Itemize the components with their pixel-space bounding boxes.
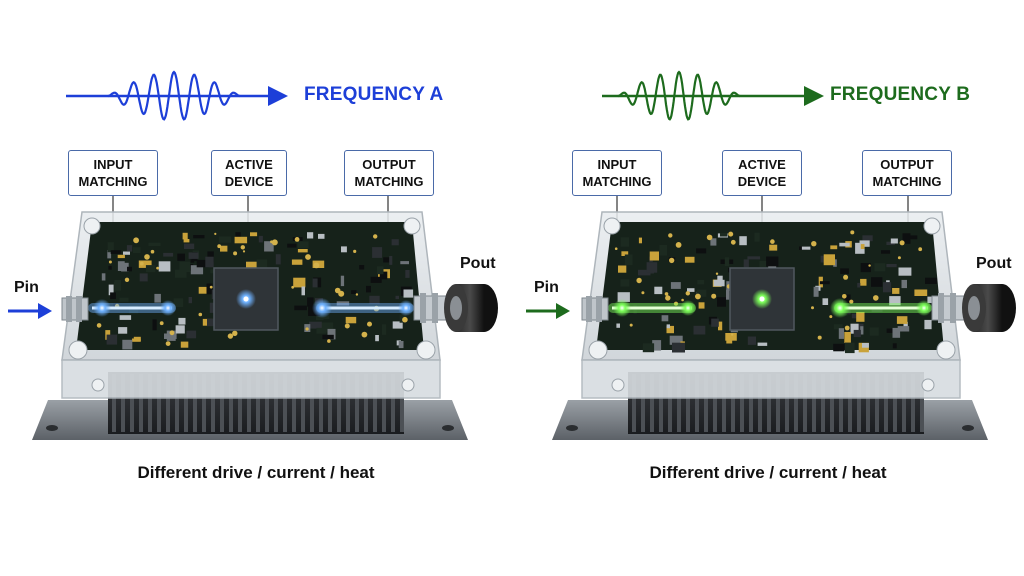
frequency-label: FREQUENCY B [830,84,971,105]
pout-label: Pout [460,255,496,272]
callout-output-matching: OUTPUT MATCHING [862,150,952,196]
callout-line: DEVICE [737,174,787,189]
callout-active-device: ACTIVE DEVICE [722,150,802,196]
pcb-components [96,232,414,350]
arrow-right-icon [602,86,824,106]
sine-wave-icon [617,70,741,121]
callout-line: MATCHING [872,174,942,189]
callout-line: INPUT [597,157,637,172]
amplifier-illustration [526,70,1016,440]
callout-line: MATCHING [582,174,652,189]
arrow-right-icon [8,303,52,319]
caption: Different drive / current / heat [137,463,375,482]
sma-connector-icon [581,296,609,322]
callout-line: OUTPUT [880,157,934,172]
callout-active-device: ACTIVE DEVICE [211,150,287,196]
sine-wave-icon [107,70,241,121]
amplifier-illustration [8,70,498,440]
sma-connector-icon [931,284,1016,332]
callout-line: OUTPUT [362,157,416,172]
signal-path-glow [608,298,932,318]
pin-label: Pin [534,279,559,296]
callout-line: ACTIVE [738,157,786,172]
amplifier-panel-frequency-a: FREQUENCY A INPUT MATCHING ACTIVE DEVICE… [8,70,498,482]
callout-output-matching: OUTPUT MATCHING [344,150,434,196]
callout-input-matching: INPUT MATCHING [572,150,662,196]
callout-line: MATCHING [354,174,424,189]
pout-label: Pout [976,255,1012,272]
pin-label: Pin [14,279,39,296]
sma-connector-icon [61,296,89,322]
chip-icon [729,267,795,331]
amplifier-panel-frequency-b: FREQUENCY B INPUT MATCHING ACTIVE DEVICE… [512,0,1024,576]
callout-line: ACTIVE [225,157,273,172]
chip-icon [213,267,279,331]
pcb-components [614,230,941,354]
callout-line: MATCHING [78,174,148,189]
arrow-right-icon [526,303,570,319]
callout-line: INPUT [93,157,133,172]
frequency-label: FREQUENCY A [304,84,444,105]
callout-line: DEVICE [224,174,274,189]
callout-input-matching: INPUT MATCHING [68,150,158,196]
arrow-right-icon [66,86,288,106]
caption: Different drive / current / heat [649,463,887,482]
sma-connector-icon [413,284,498,332]
signal-path-glow [88,298,414,318]
